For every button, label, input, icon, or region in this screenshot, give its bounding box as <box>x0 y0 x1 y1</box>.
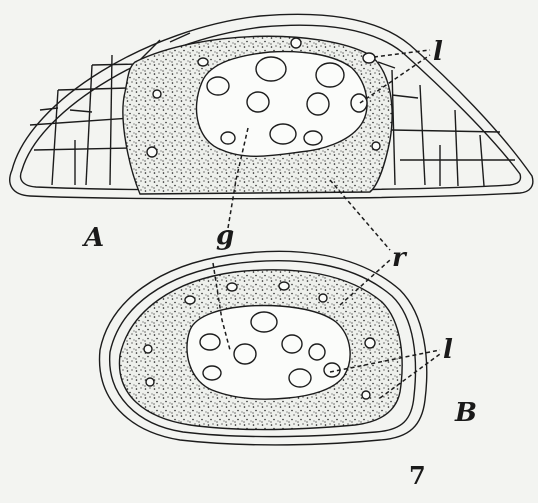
label-b: B <box>454 398 477 428</box>
figure-a <box>10 14 533 198</box>
label-l-bottom: l <box>443 335 453 365</box>
label-r: r <box>392 243 408 273</box>
label-l-top: l <box>433 37 443 67</box>
cell-network-right <box>378 62 515 186</box>
label-g: g <box>216 221 234 251</box>
figure-b <box>100 251 427 445</box>
figure-number: 7 <box>409 461 426 490</box>
label-a: A <box>81 223 104 253</box>
